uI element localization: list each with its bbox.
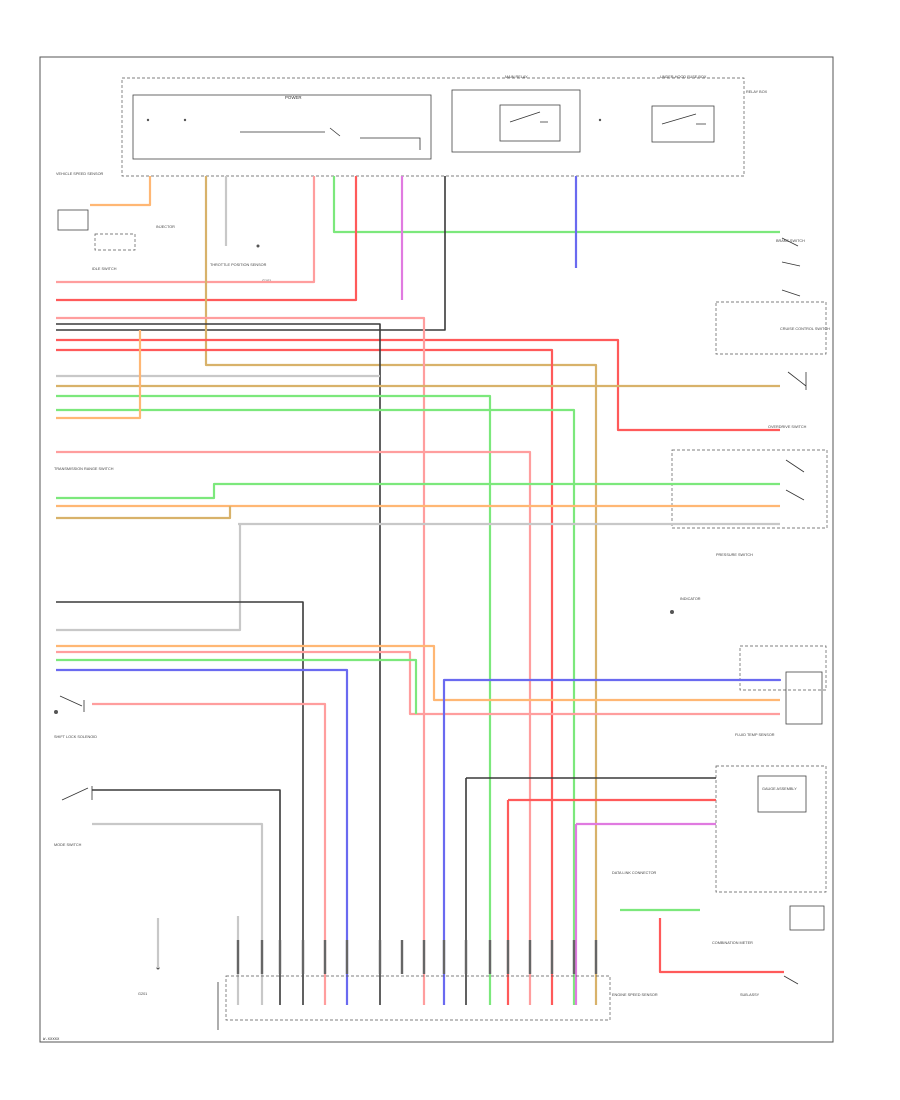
shift-lock-label: SHIFT LOCK SOLENOID — [54, 735, 97, 739]
right-components: BRAKE SWITCH CRUISE CONTROL SWITCH OVERD… — [612, 237, 830, 997]
connector-pin-16 — [594, 940, 598, 974]
ground-left-label: G201 — [138, 992, 147, 996]
sub-assy-label: SUB-ASSY — [740, 993, 760, 997]
wire-pink-18 — [56, 450, 532, 1005]
wire-blue-29 — [442, 678, 782, 1005]
mode-switch-label: MODE SWITCH — [54, 843, 82, 847]
connector-pin-8 — [422, 940, 426, 974]
fuse-box-label: UNDER-HOOD FUSE BOX — [660, 75, 707, 79]
left-components: VEHICLE SPEED SENSOR INJECTOR IDLE SWITC… — [54, 172, 271, 996]
wire-pink-26 — [56, 650, 780, 716]
connector-pin-1 — [260, 940, 264, 974]
indicator-label: INDICATOR — [680, 597, 701, 601]
connector-pin-10 — [464, 940, 468, 974]
wire-black-31 — [92, 789, 281, 1005]
engine-sensor-label: ENGINE SPEED SENSOR — [612, 993, 658, 997]
wire-green-0 — [332, 176, 780, 234]
gauge-assy-label: GAUGE ASSEMBLY — [762, 787, 797, 791]
wire-black-3 — [56, 176, 446, 331]
connector-pin-7 — [400, 940, 404, 974]
wire-pink-1 — [56, 176, 316, 284]
wire-black-12 — [56, 323, 381, 1005]
wire-pink-30 — [92, 702, 327, 1005]
wire-orange-6 — [90, 176, 152, 207]
main-relay-label: MAIN RELAY — [505, 75, 528, 79]
data-link-label: DATA LINK CONNECTOR — [612, 871, 657, 875]
wire-group — [56, 176, 784, 1005]
connector-pin-15 — [572, 940, 576, 974]
vehicle-speed-sensor-label: VEHICLE SPEED SENSOR — [56, 172, 104, 176]
connector-pin-9 — [442, 940, 446, 974]
wire-gray-23 — [56, 524, 242, 632]
connector-pin-5 — [345, 940, 349, 974]
wire-green-15 — [56, 394, 492, 1005]
connector-pin-12 — [506, 940, 510, 974]
wire-red-2 — [56, 176, 358, 302]
connector-pin-6 — [378, 940, 382, 974]
wire-gray-32 — [92, 822, 264, 1005]
injector-label: INJECTOR — [156, 225, 175, 229]
ecm-title: POWER — [285, 95, 302, 100]
wire-green-19 — [56, 482, 780, 500]
wire-blue-28 — [56, 668, 349, 1005]
connector-pin-13 — [528, 940, 532, 974]
connector-pin-11 — [488, 940, 492, 974]
wire-red-38 — [658, 918, 784, 974]
connector-pin-3 — [301, 940, 305, 974]
transmission-range-label: TRANSMISSION RANGE SWITCH — [54, 467, 114, 471]
combination-meter-label: COMBINATION METER — [712, 941, 753, 945]
throttle-sensor-label: THROTTLE POSITION SENSOR — [210, 263, 267, 267]
wire-tan-7 — [204, 176, 598, 1005]
connector-pin-0 — [236, 940, 240, 974]
wire-green-16 — [56, 408, 576, 1005]
relay-box-label: RELAY BOX — [746, 90, 768, 94]
diagram-frame — [39, 56, 834, 1043]
wire-red-10 — [56, 348, 554, 1005]
top-component-block: POWER MAIN RELAY UNDER-HOOD FUSE BOX REL… — [121, 75, 768, 177]
wire-black-24 — [56, 601, 304, 1005]
cruise-switch-label: CRUISE CONTROL SWITCH — [780, 327, 830, 331]
overdrive-switch-label: OVERDRIVE SWITCH — [768, 425, 807, 429]
fluid-temp-label: FLUID TEMP SENSOR — [735, 733, 775, 737]
connector-pin-4 — [323, 940, 327, 974]
page-code: W-XXXXX — [43, 1038, 60, 1042]
wire-red-35 — [506, 798, 716, 1005]
wire-pink-11 — [56, 316, 426, 1005]
wire-green-27 — [56, 658, 418, 714]
idle-switch-label: IDLE SWITCH — [92, 267, 117, 271]
connector-pin-2 — [278, 940, 282, 974]
brake-switch-label: BRAKE SWITCH — [776, 239, 805, 243]
wire-orange-25 — [56, 644, 780, 702]
bottom-connector-block — [217, 975, 611, 1030]
wire-tan-21 — [56, 506, 232, 520]
wire-orange-17 — [56, 330, 142, 420]
pressure-switch-label: PRESSURE SWITCH — [716, 553, 753, 557]
wire-violet-36 — [574, 822, 716, 1005]
connector-pin-14 — [550, 940, 554, 974]
